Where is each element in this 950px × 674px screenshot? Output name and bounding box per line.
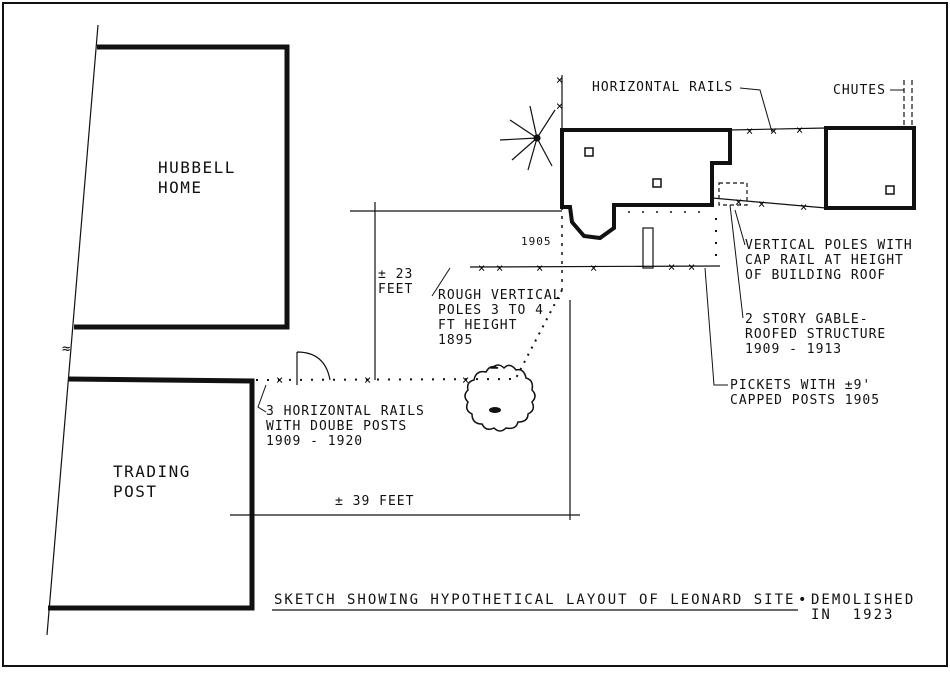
hubbell-home-outline — [74, 44, 290, 330]
post-x: × — [688, 260, 695, 274]
pickets-label: PICKETS WITH ±9' CAPPED POSTS 1905 — [730, 378, 881, 408]
gable-structure-label: 2 STORY GABLE- ROOFED STRUCTURE 1909 - 1… — [745, 312, 887, 357]
break-mark: ≈ — [62, 341, 70, 357]
fence-north-markers: × × — [556, 73, 563, 113]
rail-x: × — [770, 124, 777, 138]
leader-pickets — [704, 267, 728, 386]
leader-gable — [729, 204, 744, 319]
trading-post-label: TRADING POST — [113, 462, 191, 501]
east-building — [824, 126, 916, 210]
caption-bullet: • — [798, 592, 809, 608]
leader-vertical-poles — [734, 209, 746, 246]
leader-rails — [739, 87, 773, 133]
lower-fence — [255, 378, 521, 381]
gable-structure-outline — [718, 182, 748, 206]
post-x: × — [590, 261, 597, 275]
post-x: × — [496, 261, 503, 275]
plus-minus-39-label: ± 39 FEET — [335, 494, 415, 509]
round-tree — [464, 364, 536, 432]
tree-trunk — [489, 407, 501, 413]
caption-tail: DEMOLISHED IN 1923 — [811, 592, 916, 623]
post-x: × — [536, 261, 543, 275]
diagonal-fence — [514, 289, 563, 381]
horizontal-rails-label: HORIZONTAL RAILS — [592, 80, 734, 95]
leader-3-rails — [257, 384, 267, 413]
post-x: × — [556, 99, 563, 113]
three-rails-label: 3 HORIZONTAL RAILS WITH DOUBE POSTS 1909… — [266, 404, 425, 449]
post-x: × — [478, 261, 485, 275]
pole-x: × — [800, 200, 807, 214]
main-east-building — [560, 128, 732, 241]
post-x: × — [668, 260, 675, 274]
gate-arc — [296, 351, 331, 385]
vertical-poles-line — [711, 197, 827, 209]
chimney-1 — [584, 147, 594, 157]
vertical-poles-markers: × × × — [735, 195, 807, 214]
hubbell-home-label: HUBBELL HOME — [158, 158, 236, 197]
rail-top-markers: × × × — [746, 123, 803, 138]
trading-post-outline — [48, 376, 255, 611]
gate — [642, 227, 654, 269]
chutes-label: CHUTES — [833, 83, 886, 98]
chimney-2 — [652, 178, 662, 188]
lower-fence-markers: × × × — [276, 373, 469, 387]
chimney-3 — [885, 185, 895, 195]
post-x: × — [364, 373, 371, 387]
pole-x: × — [758, 197, 765, 211]
post-x: × — [462, 373, 469, 387]
rough-poles-label: ROUGH VERTICAL POLES 3 TO 4 FT HEIGHT 18… — [438, 288, 562, 348]
post-x: × — [556, 73, 563, 87]
pole-x: × — [735, 195, 742, 209]
rail-x: × — [746, 124, 753, 138]
post-x: × — [276, 373, 283, 387]
fence-1895 — [469, 265, 721, 268]
rail-x: × — [796, 123, 803, 137]
vertical-poles-label: VERTICAL POLES WITH CAP RAIL AT HEIGHT O… — [745, 238, 913, 283]
star-tree — [499, 105, 556, 171]
fence-1895-markers: × × × × × × — [478, 260, 695, 275]
caption-main: SKETCH SHOWING HYPOTHETICAL LAYOUT OF LE… — [274, 592, 796, 608]
year-1905-label: 1905 — [521, 235, 552, 248]
rail-top — [729, 127, 827, 131]
leader-rough-poles — [431, 267, 451, 297]
plus-minus-23-label: ± 23 FEET — [378, 267, 414, 297]
property-line — [46, 24, 99, 636]
